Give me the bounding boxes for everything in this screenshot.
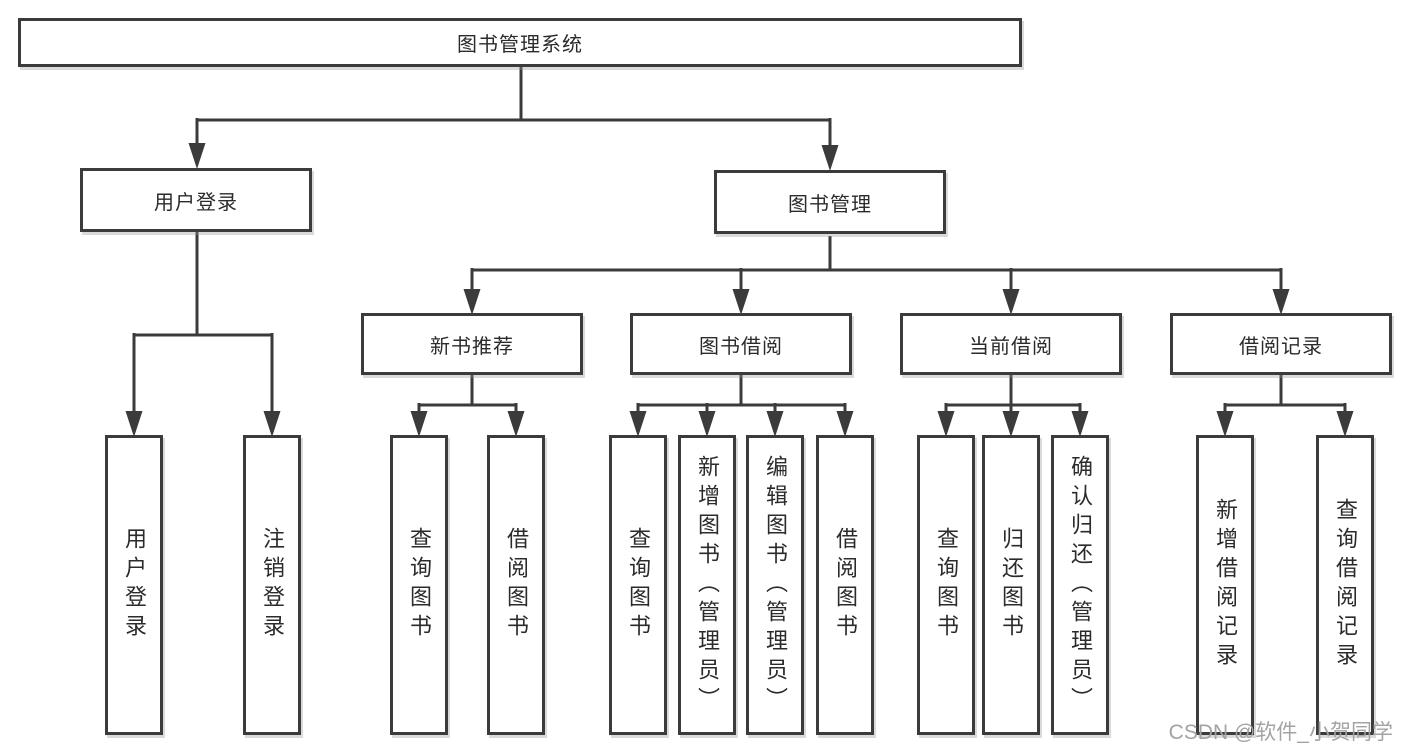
leaf-add-borrow-record: 新增借阅记录	[1196, 435, 1254, 735]
leaf-label: 查询图书	[626, 527, 651, 643]
node-current-borrowing: 当前借阅	[900, 313, 1122, 375]
node-book-borrowing: 图书借阅	[630, 313, 852, 375]
leaf-edit-book-admin: 编辑图书（管理员）	[746, 435, 804, 735]
leaf-query-books-current: 查询图书	[917, 435, 975, 735]
leaf-logout: 注销登录	[243, 435, 301, 735]
leaf-label: 新增借阅记录	[1213, 498, 1238, 672]
leaf-return-books: 归还图书	[982, 435, 1040, 735]
leaf-label: 新增图书（管理员）	[695, 454, 720, 716]
node-label: 当前借阅	[969, 335, 1053, 358]
leaf-query-borrow-record: 查询借阅记录	[1316, 435, 1374, 735]
watermark-text: CSDN @软件_小贺同学	[1168, 721, 1393, 744]
node-label: 图书管理系统	[457, 34, 583, 56]
leaf-label: 注销登录	[260, 527, 285, 643]
leaf-label: 用户登录	[122, 527, 147, 643]
node-library-management-system: 图书管理系统	[18, 18, 1022, 67]
node-user-login-branch: 用户登录	[80, 168, 312, 232]
node-label: 借阅记录	[1239, 335, 1323, 358]
leaf-label: 查询借阅记录	[1333, 498, 1358, 672]
leaf-query-books-borrowing: 查询图书	[609, 435, 667, 735]
leaf-label: 编辑图书（管理员）	[763, 454, 788, 716]
leaf-label: 借阅图书	[504, 527, 529, 643]
node-new-book-recommendation: 新书推荐	[361, 313, 583, 375]
node-label: 图书借阅	[699, 335, 783, 358]
node-borrowing-records: 借阅记录	[1170, 313, 1392, 375]
leaf-label: 查询图书	[934, 527, 959, 643]
leaf-query-books-recommendation: 查询图书	[390, 435, 448, 735]
node-label: 用户登录	[154, 191, 238, 214]
leaf-add-book-admin: 新增图书（管理员）	[678, 435, 736, 735]
leaf-label: 查询图书	[407, 527, 432, 643]
leaf-label: 确认归还（管理员）	[1068, 454, 1093, 716]
leaf-label: 借阅图书	[833, 527, 858, 643]
leaf-user-login: 用户登录	[105, 435, 163, 735]
node-book-management-branch: 图书管理	[714, 170, 946, 234]
leaf-borrow-books-borrowing: 借阅图书	[816, 435, 874, 735]
node-label: 新书推荐	[430, 335, 514, 358]
leaf-label: 归还图书	[999, 527, 1024, 643]
leaf-confirm-return-admin: 确认归还（管理员）	[1051, 435, 1109, 735]
leaf-borrow-books-recommendation: 借阅图书	[487, 435, 545, 735]
node-label: 图书管理	[788, 193, 872, 216]
